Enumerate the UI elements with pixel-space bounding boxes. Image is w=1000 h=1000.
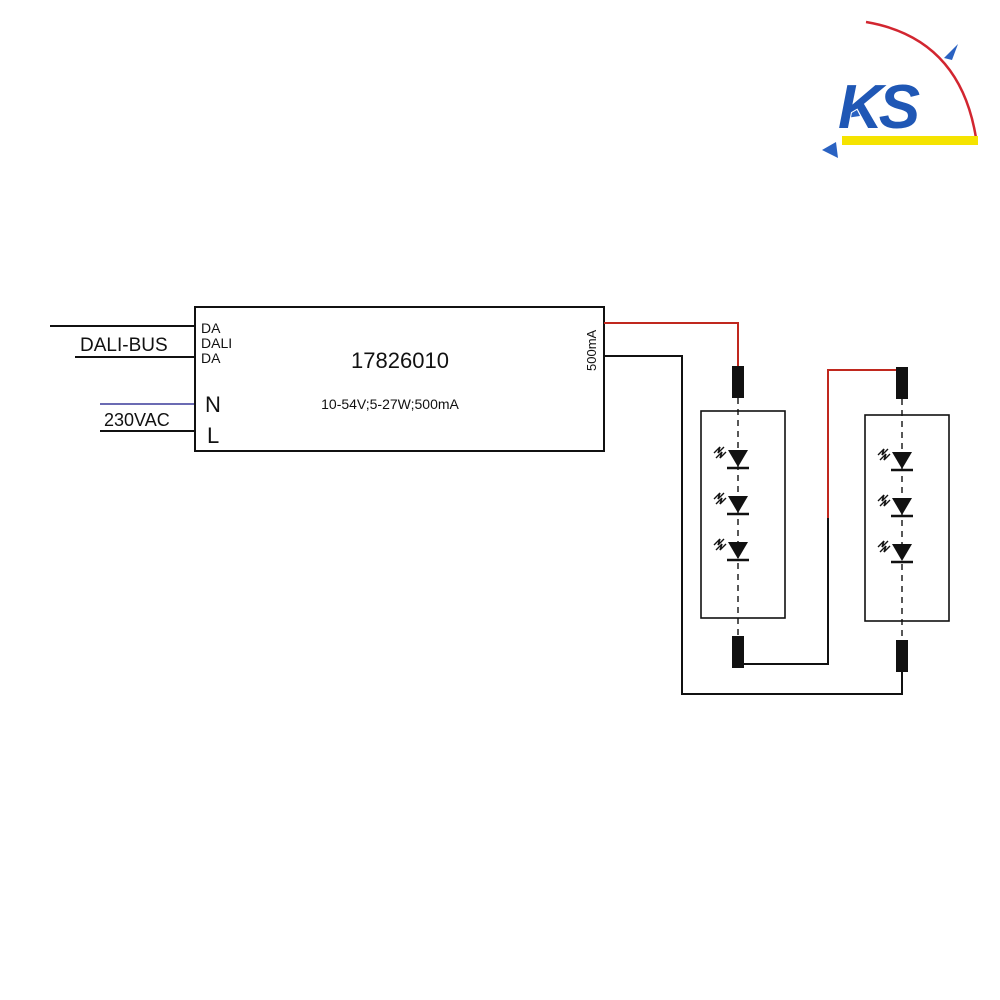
driver-model-number: 17826010 (351, 348, 449, 373)
logo-text: KS (838, 73, 920, 142)
output-wiring (604, 322, 903, 695)
led-module-1 (700, 366, 786, 668)
terminal-l: L (207, 423, 219, 448)
mains-voltage-label: 230VAC (104, 410, 170, 430)
output-current-label: 500mA (584, 329, 599, 371)
terminal-da-top: DA (201, 320, 221, 336)
terminal-n: N (205, 392, 221, 417)
input-wires (50, 325, 195, 432)
dali-bus-label: DALI-BUS (80, 335, 168, 356)
terminal-da-bottom: DA (201, 350, 221, 366)
terminal-dali: DALI (201, 335, 232, 351)
led-module-2 (864, 367, 950, 672)
ks-logo: KS (822, 20, 978, 158)
driver-spec: 10-54V;5-27W;500mA (321, 396, 459, 412)
led-driver-box (194, 306, 605, 452)
